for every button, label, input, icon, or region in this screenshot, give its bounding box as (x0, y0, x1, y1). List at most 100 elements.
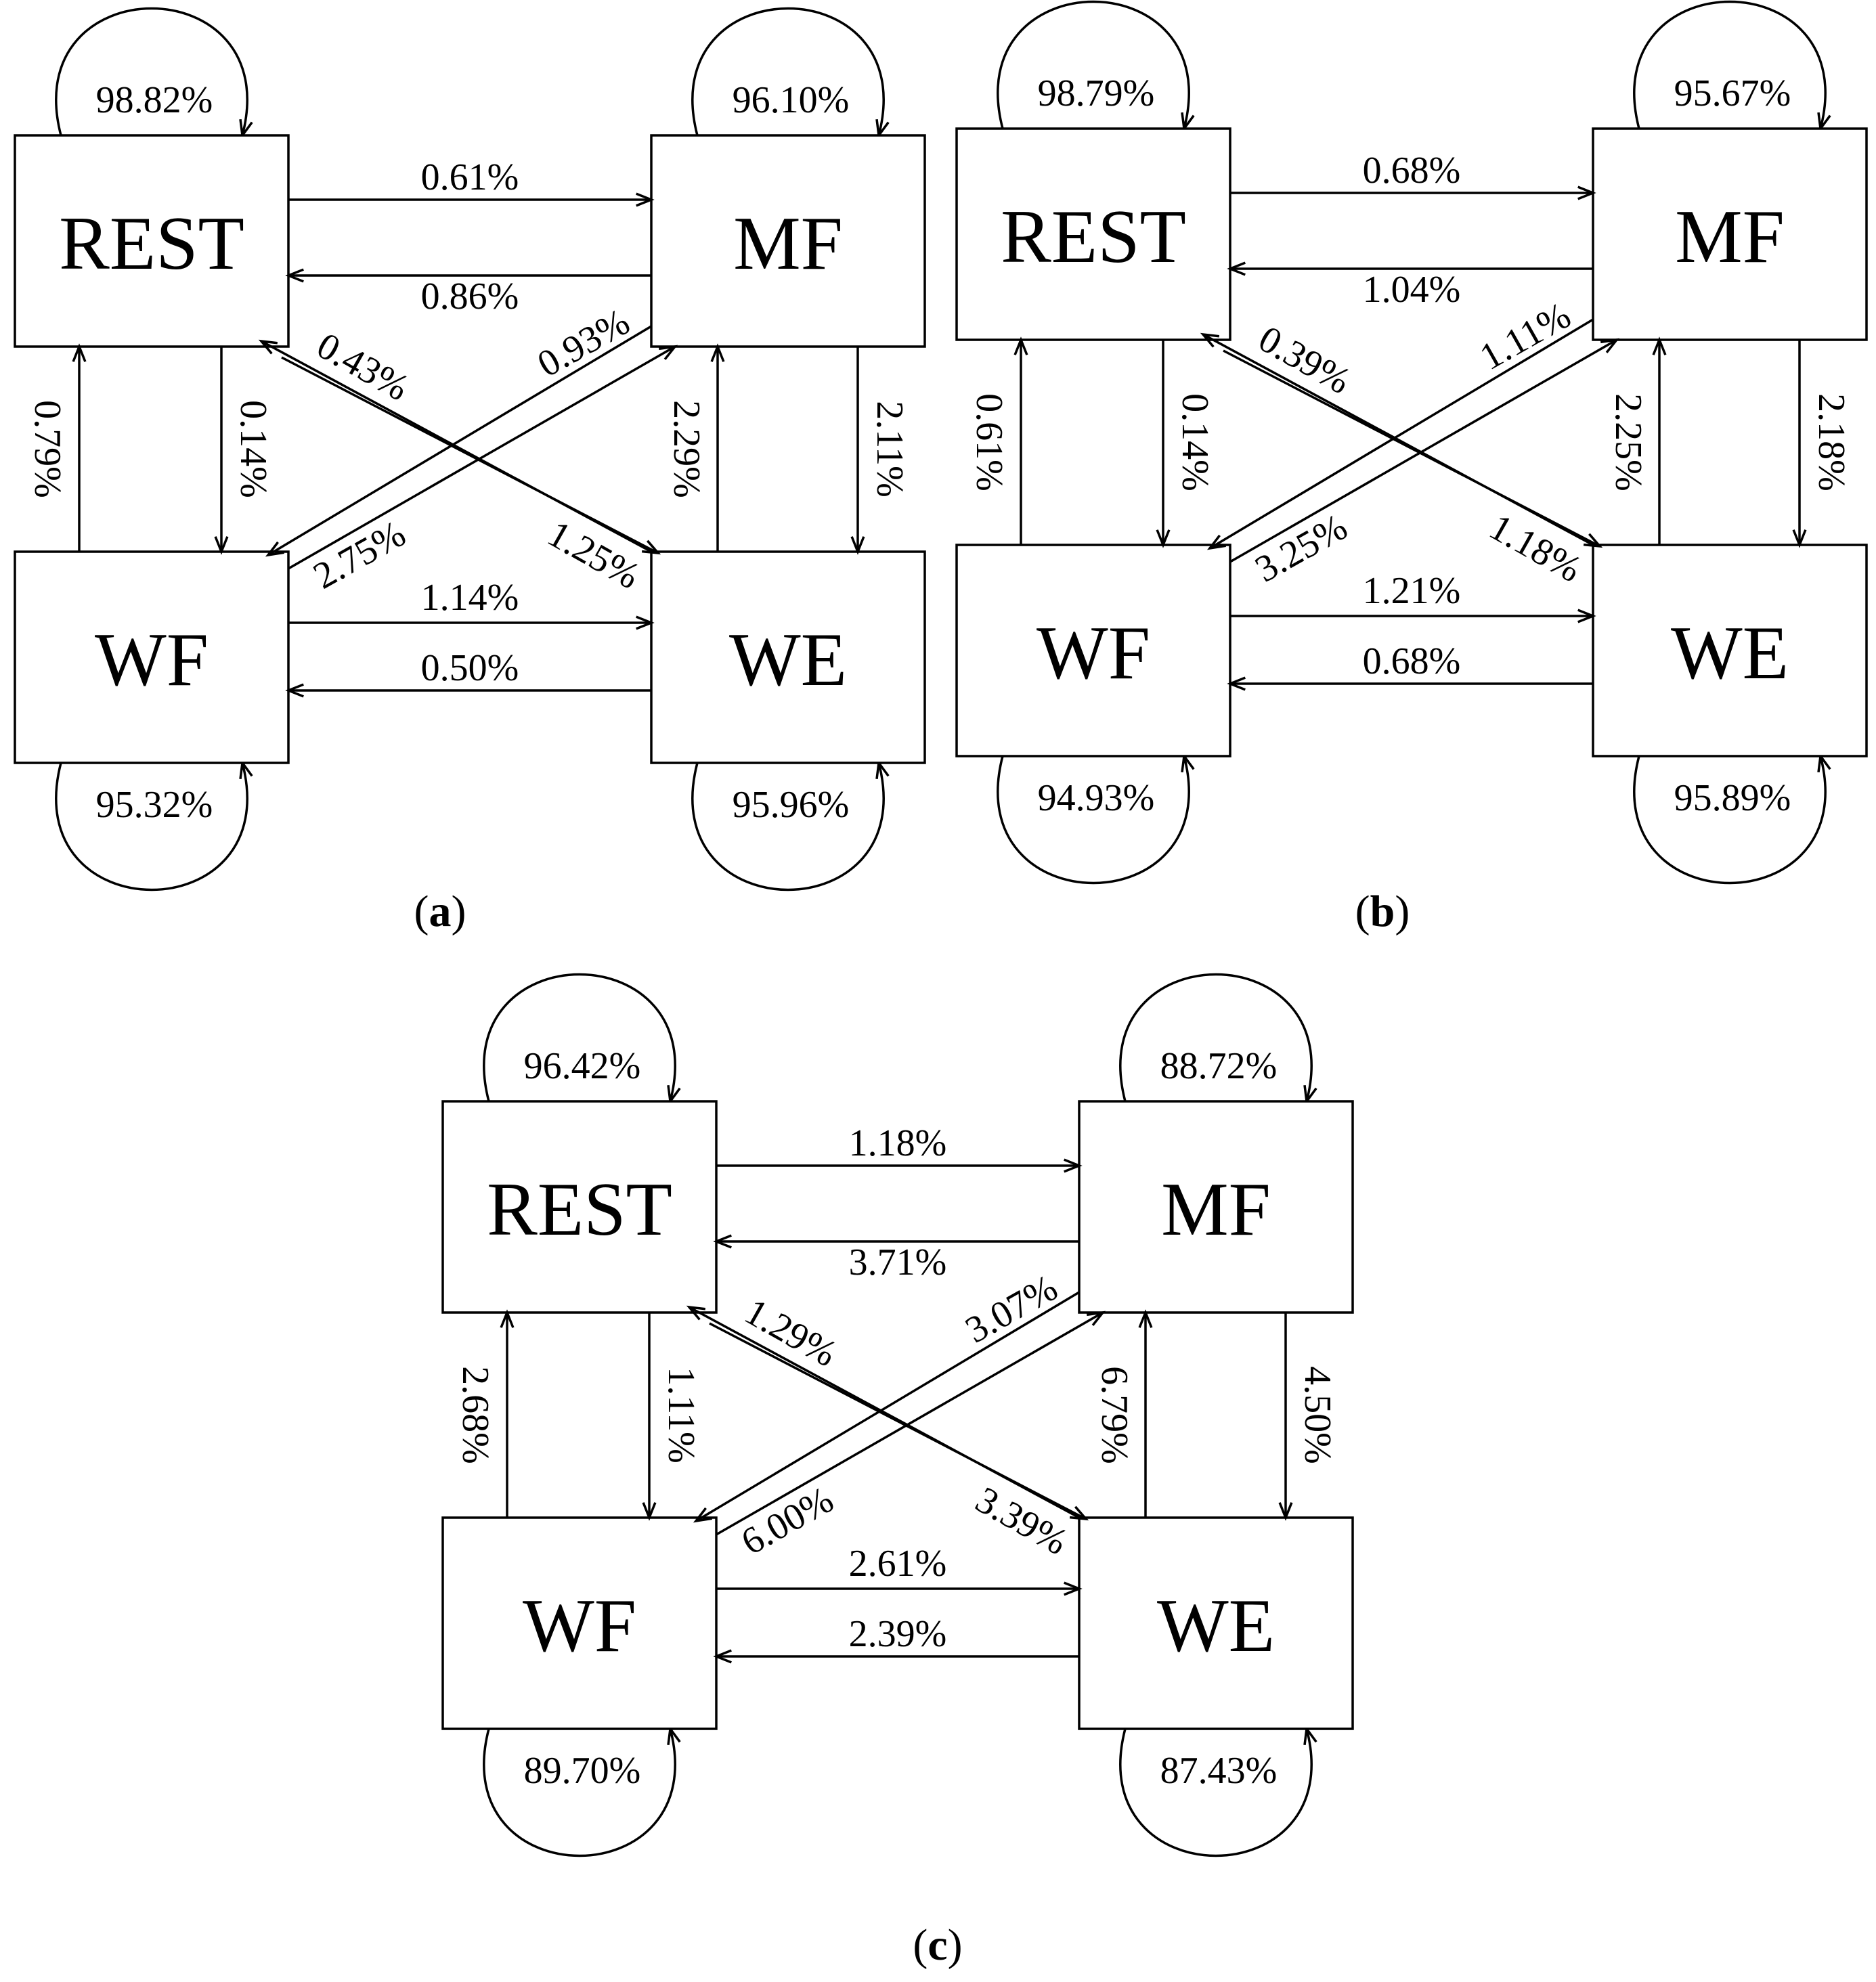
self-loop-we (691, 759, 890, 891)
label-mf-to-wf: 3.07% (959, 1267, 1064, 1351)
arrow-rest-to-we (1223, 349, 1603, 548)
node-mf (1592, 127, 1868, 341)
self-loop-we (1119, 1725, 1317, 1857)
arrow-rest-to-we (281, 356, 661, 555)
self-label-wf: 95.32% (96, 784, 213, 826)
arrow-wf-to-mf (1229, 338, 1620, 563)
label-we-to-mf: 2.29% (666, 400, 707, 498)
panel-caption-b: (b) (1355, 887, 1410, 936)
self-loop-wf (483, 1725, 681, 1857)
label-rest-to-wf: 0.14% (232, 400, 274, 498)
arrow-wf-to-rest (500, 1309, 515, 1518)
node-label-we: WE (1157, 1584, 1275, 1668)
node-rest (955, 127, 1231, 341)
node-label-rest: REST (487, 1168, 672, 1252)
arrow-wf-to-rest (72, 343, 87, 552)
arrow-mf-to-wf (1206, 318, 1594, 550)
panel-caption-a: (a) (414, 887, 466, 936)
label-mf-to-we: 2.11% (869, 401, 911, 498)
arrow-we-to-mf (1652, 336, 1667, 545)
node-wf (955, 544, 1231, 757)
label-wf-to-mf: 2.75% (307, 512, 412, 597)
label-we-to-mf: 2.25% (1607, 393, 1649, 491)
label-mf-to-rest: 0.86% (421, 276, 519, 317)
label-rest-to-we: 1.25% (541, 512, 647, 597)
label-rest-to-we: 3.39% (969, 1478, 1074, 1563)
label-wf-to-rest: 2.68% (454, 1366, 496, 1464)
node-we (1592, 544, 1868, 757)
label-wf-to-rest: 0.79% (26, 400, 68, 498)
label-mf-to-we: 2.18% (1810, 393, 1852, 491)
label-mf-to-we: 4.50% (1296, 1366, 1338, 1464)
self-loop-wf (997, 753, 1195, 885)
arrow-mf-to-we (1792, 340, 1807, 548)
self-loop-we (1633, 753, 1831, 885)
self-label-we: 87.43% (1160, 1750, 1278, 1792)
self-label-rest: 96.42% (524, 1045, 641, 1087)
node-mf (1078, 1100, 1354, 1314)
arrow-wf-to-we (1230, 609, 1596, 623)
node-we (1078, 1516, 1354, 1730)
node-wf (14, 550, 290, 764)
node-rest (441, 1100, 718, 1314)
node-mf (650, 134, 926, 348)
arrow-wf-to-we (716, 1581, 1083, 1596)
arrow-mf-to-rest (1227, 261, 1593, 276)
label-we-to-wf: 0.50% (421, 647, 519, 689)
node-label-rest: REST (1001, 195, 1186, 279)
self-label-rest: 98.82% (96, 79, 213, 121)
label-wf-to-mf: 6.00% (735, 1478, 840, 1563)
self-label-mf: 88.72% (1160, 1045, 1278, 1087)
node-label-we: WE (729, 618, 847, 702)
label-wf-to-we: 1.21% (1363, 570, 1461, 612)
label-rest-to-mf: 0.68% (1363, 150, 1461, 192)
self-label-we: 95.89% (1674, 777, 1791, 819)
self-loop-wf (55, 759, 253, 891)
node-wf (441, 1516, 718, 1730)
label-mf-to-wf: 1.11% (1473, 294, 1578, 378)
arrow-rest-to-mf (1230, 185, 1596, 200)
node-label-rest: REST (59, 202, 244, 286)
node-label-wf: WF (1037, 611, 1150, 695)
label-mf-to-rest: 1.04% (1363, 269, 1461, 311)
label-mf-to-rest: 3.71% (849, 1241, 947, 1283)
arrow-wf-to-we (288, 615, 655, 630)
label-rest-to-mf: 1.18% (849, 1122, 947, 1164)
arrow-wf-to-mf (288, 345, 678, 570)
self-label-wf: 89.70% (524, 1750, 641, 1792)
node-label-we: WE (1671, 611, 1789, 695)
node-we (650, 550, 926, 764)
label-wf-to-we: 2.61% (849, 1543, 947, 1585)
panel-caption-c: (c) (913, 1920, 962, 1970)
label-wf-to-we: 1.14% (421, 577, 519, 619)
node-rest (14, 134, 290, 348)
node-label-mf: MF (1675, 195, 1785, 279)
self-label-we: 95.96% (733, 784, 850, 826)
arrow-rest-to-mf (288, 192, 655, 207)
arrow-mf-to-we (850, 347, 865, 555)
label-we-to-wf: 2.39% (849, 1613, 947, 1655)
arrow-rest-to-wf (214, 347, 229, 555)
arrow-we-to-mf (1138, 1309, 1153, 1518)
label-rest-to-wf: 1.11% (660, 1367, 702, 1463)
arrow-mf-to-we (1278, 1313, 1293, 1521)
label-mf-to-wf: 0.93% (531, 301, 636, 385)
arrow-mf-to-wf (693, 1291, 1080, 1523)
label-we-to-mf: 6.79% (1093, 1366, 1135, 1464)
arrow-wf-to-rest (1013, 336, 1028, 545)
arrow-mf-to-wf (265, 325, 652, 557)
arrow-rest-to-mf (716, 1158, 1083, 1173)
arrow-we-to-mf (710, 343, 725, 552)
arrow-we-to-wf (713, 1649, 1079, 1664)
arrow-rest-to-wf (642, 1313, 657, 1521)
label-wf-to-rest: 0.61% (968, 393, 1010, 491)
arrow-rest-to-wf (1156, 340, 1171, 548)
self-label-wf: 94.93% (1038, 777, 1155, 819)
arrow-we-to-wf (285, 683, 651, 698)
label-wf-to-mf: 3.25% (1248, 506, 1354, 590)
label-rest-to-mf: 0.61% (421, 156, 519, 198)
node-label-wf: WF (523, 1584, 636, 1668)
